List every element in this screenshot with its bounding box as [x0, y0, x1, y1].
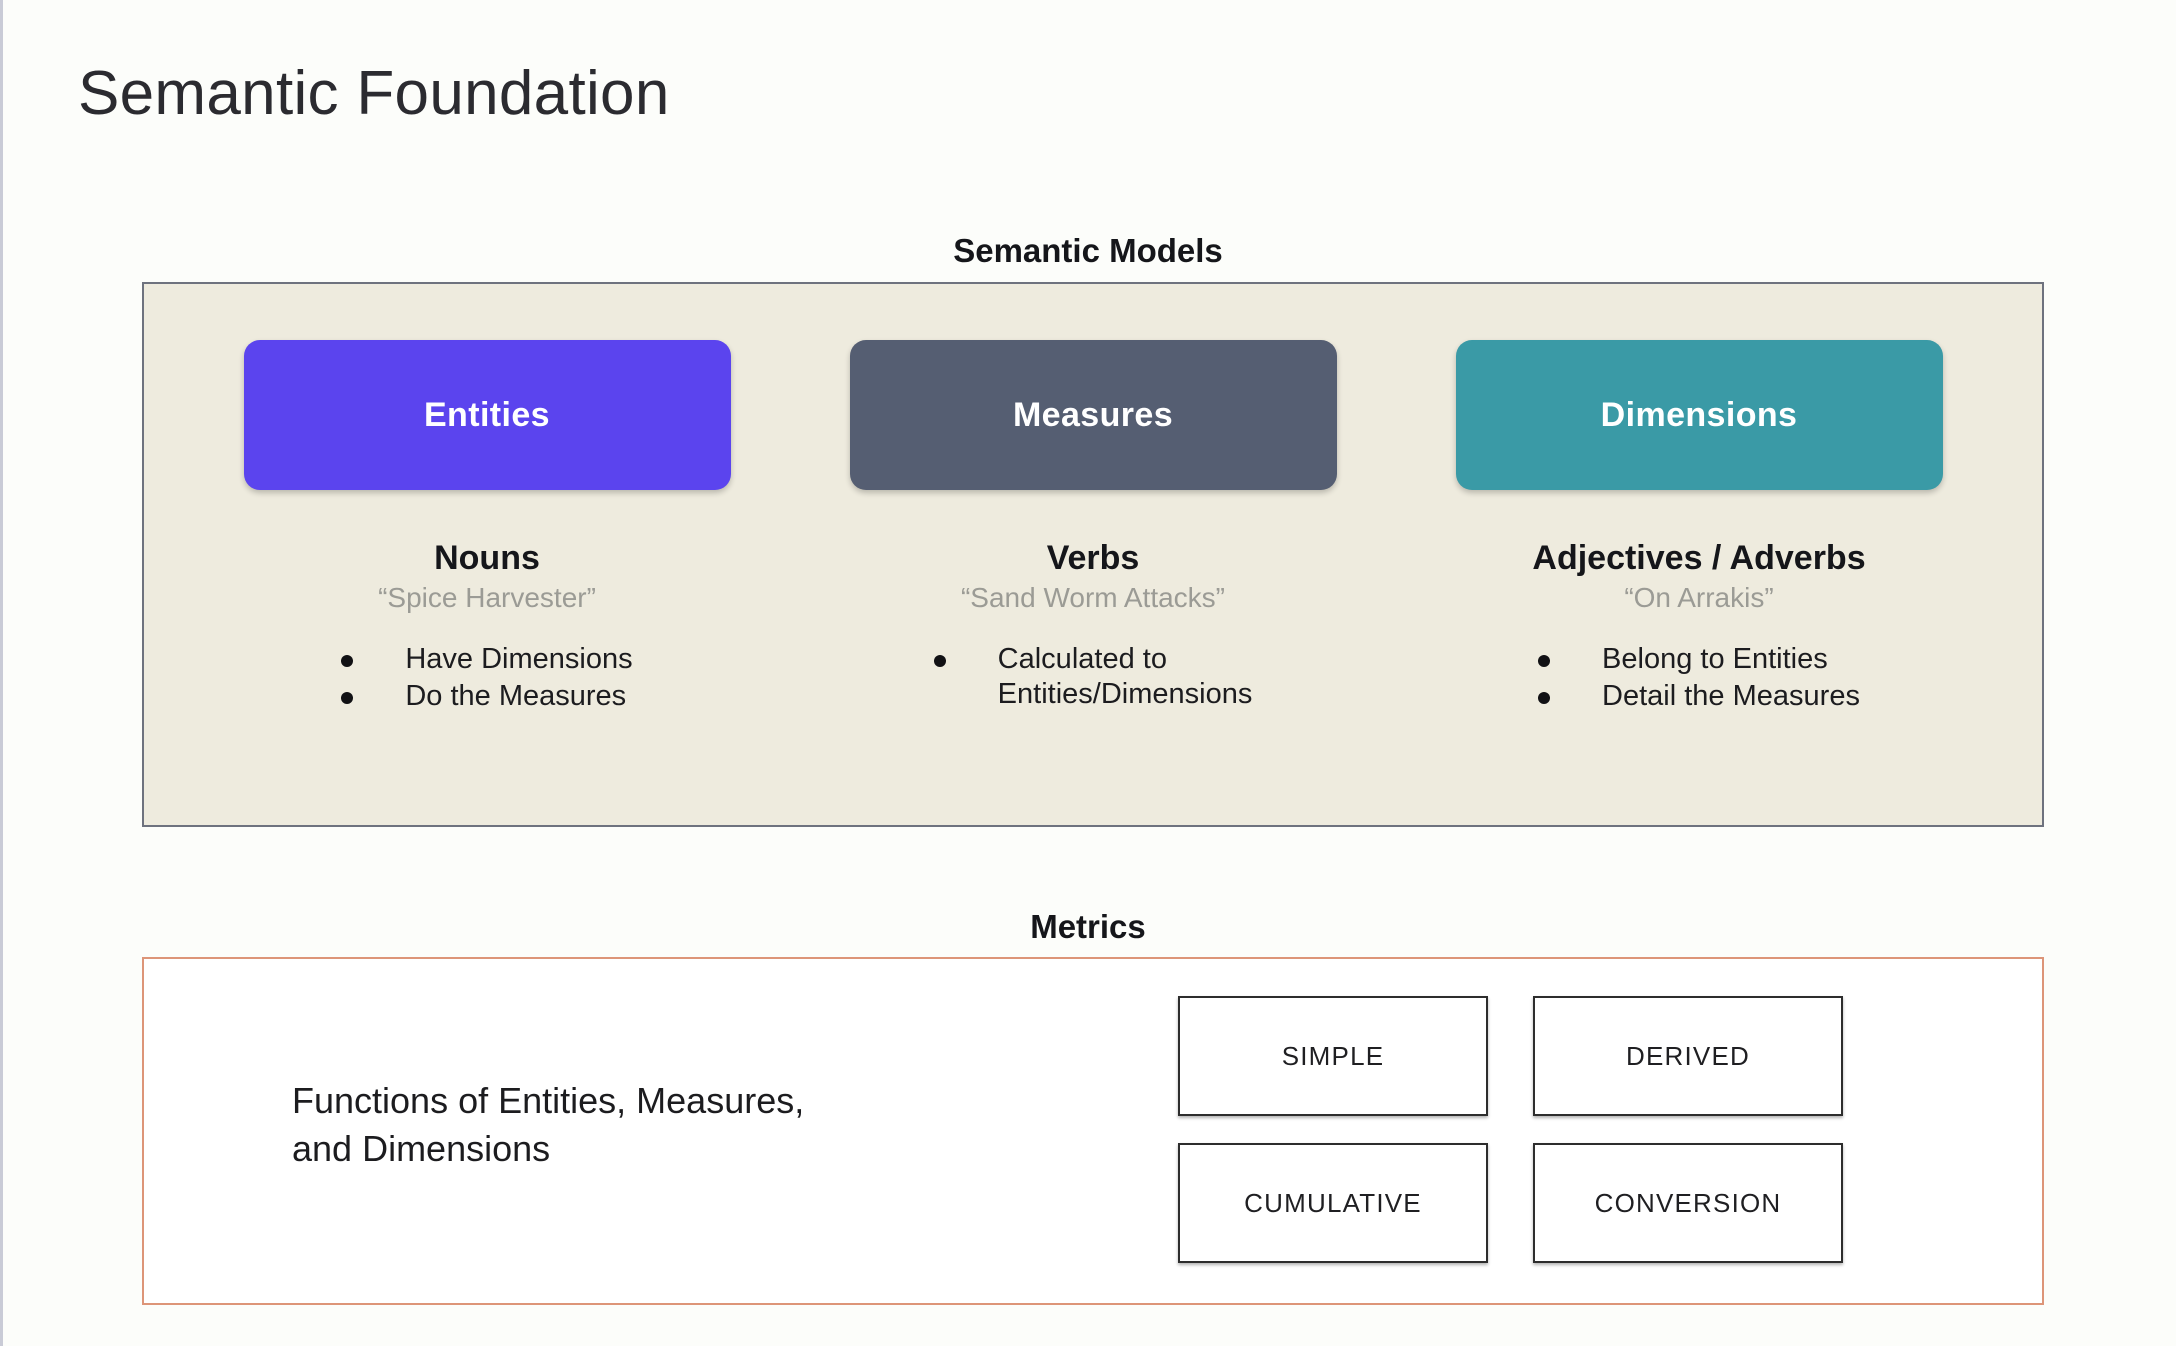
semantic-models-heading: Semantic Models [953, 232, 1223, 269]
bullet-dot-icon [1538, 655, 1551, 667]
list-item: Do the Measures [341, 679, 632, 714]
example-quote-dimensions: “On Arrakis” [1624, 582, 1774, 613]
model-card-entities[interactable]: Entities [243, 340, 731, 490]
list-item: Have Dimensions [341, 642, 633, 677]
model-description-dimensions: Adjectives / Adverbs “On Arrakis” Belong… [1456, 539, 1943, 715]
bullet-dot-icon [341, 692, 354, 705]
semantic-models-panel: Entities Measures Dimensions Nouns “Spic… [142, 282, 2044, 827]
bullet-list-entities: Have Dimensions Do the Measures [341, 642, 633, 715]
example-quote-measures: “Sand Worm Attacks” [960, 582, 1225, 613]
metric-type-label-cumulative: CUMULATIVE [1244, 1187, 1422, 1218]
semantic-model-descriptions-row: Nouns “Spice Harvester” Have Dimensions … [144, 539, 2042, 715]
metric-type-box-conversion[interactable]: CONVERSION [1533, 1143, 1843, 1263]
metric-type-label-conversion: CONVERSION [1594, 1187, 1782, 1218]
example-quote-entities: “Spice Harvester” [378, 582, 596, 613]
model-card-measures[interactable]: Measures [849, 340, 1337, 490]
metrics-heading: Metrics [1030, 908, 1146, 945]
model-description-measures: Verbs “Sand Worm Attacks” Calculated to … [850, 539, 1337, 715]
metric-type-box-cumulative[interactable]: CUMULATIVE [1178, 1143, 1488, 1263]
bullet-dot-icon [1538, 692, 1551, 705]
list-item: Detail the Measures [1538, 679, 1860, 714]
page-title: Semantic Foundation [78, 59, 670, 128]
bullet-text: Detail the Measures [1602, 680, 1860, 713]
bullet-list-measures: Calculated to Entities/Dimensions [933, 642, 1253, 713]
part-of-speech-measures: Verbs [1046, 539, 1140, 577]
metric-type-box-simple[interactable]: SIMPLE [1178, 996, 1488, 1116]
metric-type-grid: SIMPLE DERIVED CUMULATIVE CONVERSION [1178, 996, 1843, 1263]
metric-type-box-derived[interactable]: DERIVED [1533, 996, 1843, 1116]
metrics-description: Functions of Entities, Measures, and Dim… [292, 1080, 805, 1169]
part-of-speech-dimensions: Adjectives / Adverbs [1532, 539, 1866, 577]
list-item: Belong to Entities [1538, 642, 1860, 677]
bullet-dot-icon [341, 655, 354, 667]
metric-type-label-derived: DERIVED [1626, 1040, 1750, 1071]
model-description-entities: Nouns “Spice Harvester” Have Dimensions … [244, 539, 731, 715]
bullet-text: Belong to Entities [1602, 643, 1828, 675]
model-card-label-measures: Measures [1012, 395, 1174, 434]
bullet-text: Do the Measures [405, 680, 627, 713]
bullet-dot-icon [933, 655, 946, 667]
metrics-panel: Functions of Entities, Measures, and Dim… [142, 957, 2044, 1305]
metric-type-label-simple: SIMPLE [1281, 1040, 1385, 1071]
bullet-text: Calculated to Entities/Dimensions [997, 643, 1253, 711]
left-edge-strip [0, 0, 3, 1346]
model-card-label-dimensions: Dimensions [1600, 395, 1798, 434]
bullet-text: Have Dimensions [405, 643, 633, 675]
model-card-dimensions[interactable]: Dimensions [1455, 340, 1943, 490]
part-of-speech-entities: Nouns [434, 539, 540, 577]
semantic-model-cards-row: Entities Measures Dimensions [144, 340, 2042, 490]
list-item: Calculated to Entities/Dimensions [933, 642, 1253, 713]
bullet-list-dimensions: Belong to Entities Detail the Measures [1538, 642, 1860, 715]
model-card-label-entities: Entities [423, 395, 550, 434]
